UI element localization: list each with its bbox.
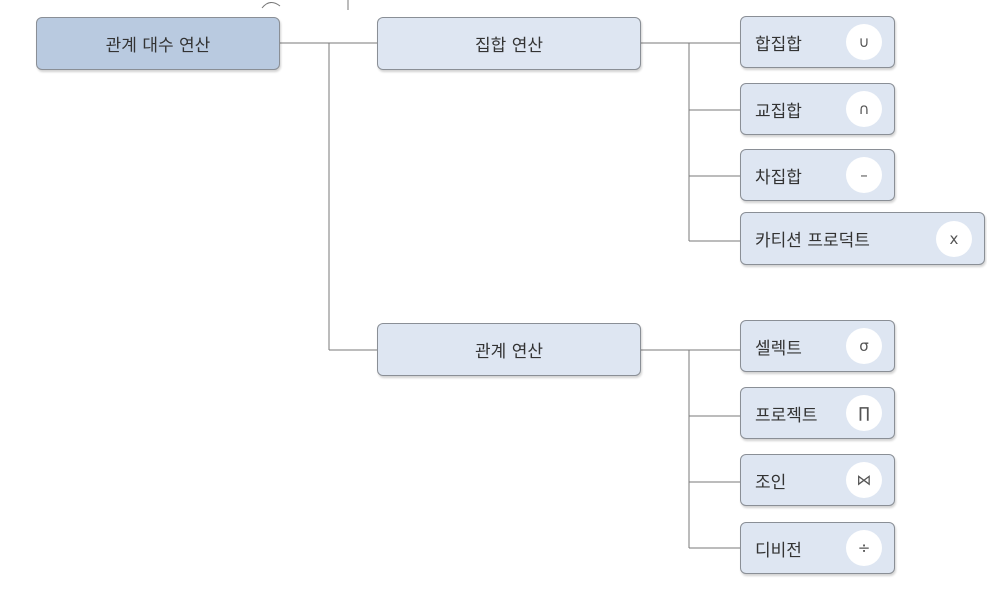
group-label: 관계 연산 [475,342,543,362]
leaf-node-difference[interactable]: 차집합 – [740,149,895,201]
cartesian-product-symbol-icon: x [936,220,972,257]
root-node[interactable]: 관계 대수 연산 [36,17,280,70]
leaf-node-intersection[interactable]: 교집합 ∩ [740,83,895,135]
intersection-symbol-icon: ∩ [846,91,882,127]
group-label: 집합 연산 [475,36,543,56]
leaf-node-division[interactable]: 디비전 ÷ [740,522,895,574]
leaf-node-union[interactable]: 합집합 ∪ [740,16,895,68]
leaf-label: 디비전 [755,540,802,561]
sigma-symbol-icon: σ [846,328,882,364]
leaf-label: 셀렉트 [755,338,802,359]
leaf-label: 조인 [755,472,787,493]
leaf-node-join[interactable]: 조인 ⋈ [740,454,895,506]
leaf-node-select[interactable]: 셀렉트 σ [740,320,895,372]
leaf-node-cartesian-product[interactable]: 카티션 프로덕트 x [740,212,985,265]
pi-symbol-icon: ∏ [846,395,882,431]
difference-symbol-icon: – [846,157,882,193]
leaf-label: 교집합 [755,101,802,122]
division-symbol-icon: ÷ [846,530,882,566]
leaf-label: 합집합 [755,34,802,55]
join-symbol-icon: ⋈ [846,462,882,498]
group-node-relational-operations[interactable]: 관계 연산 [377,323,641,376]
root-label: 관계 대수 연산 [105,36,211,56]
leaf-label: 카티션 프로덕트 [755,231,870,251]
leaf-label: 차집합 [755,167,802,188]
group-node-set-operations[interactable]: 집합 연산 [377,17,641,70]
union-symbol-icon: ∪ [846,24,882,60]
leaf-label: 프로젝트 [755,405,818,426]
leaf-node-project[interactable]: 프로젝트 ∏ [740,387,895,439]
